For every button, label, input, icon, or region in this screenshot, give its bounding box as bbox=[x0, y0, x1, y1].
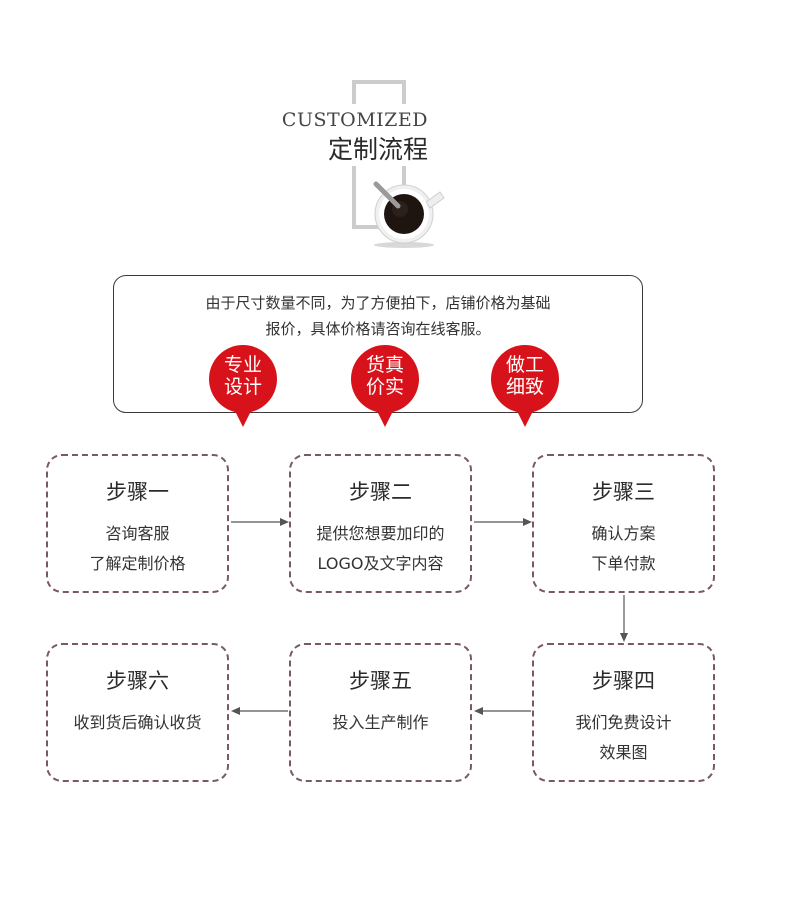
arrow-down-icon bbox=[620, 595, 628, 642]
step-5-card: 步骤五 投入生产制作 bbox=[289, 643, 472, 782]
arrow-right-icon bbox=[474, 518, 532, 526]
step-desc-line1: 投入生产制作 bbox=[332, 713, 429, 732]
arrow-left-icon bbox=[231, 707, 288, 715]
notice-text-line1: 由于尺寸数量不同，为了方便拍下，店铺价格为基础 bbox=[205, 294, 551, 312]
step-title: 步骤五 bbox=[349, 669, 412, 693]
badge-label: 做工细致 bbox=[505, 354, 544, 398]
badge-fine-workmanship: 做工细致 bbox=[491, 345, 559, 427]
step-desc-line1: 确认方案 bbox=[591, 524, 656, 543]
step-desc-line2: 了解定制价格 bbox=[89, 554, 186, 573]
step-1-card: 步骤一 咨询客服 了解定制价格 bbox=[46, 454, 229, 593]
header-title-cn: 定制流程 bbox=[327, 135, 428, 164]
step-title: 步骤六 bbox=[106, 669, 169, 693]
coffee-cup-icon bbox=[373, 181, 445, 248]
step-desc-line1: 收到货后确认收货 bbox=[73, 713, 202, 732]
step-6-card: 步骤六 收到货后确认收货 bbox=[46, 643, 229, 782]
badge-pin-shape bbox=[491, 345, 559, 427]
badge-professional-design: 专业设计 bbox=[209, 345, 277, 427]
header-frame-gap bbox=[280, 104, 440, 166]
step-title: 步骤一 bbox=[106, 480, 169, 504]
step-title: 步骤二 bbox=[349, 480, 412, 504]
badge-pin-shape bbox=[351, 345, 419, 427]
step-4-card: 步骤四 我们免费设计 效果图 bbox=[532, 643, 715, 782]
badge-genuine-goods: 货真价实 bbox=[351, 345, 419, 427]
step-desc-line2: 效果图 bbox=[599, 743, 648, 762]
step-title: 步骤三 bbox=[592, 480, 655, 504]
step-desc-line1: 我们免费设计 bbox=[575, 713, 672, 732]
step-desc-line1: 提供您想要加印的 bbox=[316, 524, 445, 543]
step-title: 步骤四 bbox=[592, 669, 655, 693]
step-2-card: 步骤二 提供您想要加印的 LOGO及文字内容 bbox=[289, 454, 472, 593]
step-desc-line1: 咨询客服 bbox=[105, 524, 170, 543]
step-desc-line2: 下单付款 bbox=[591, 554, 656, 573]
step-3-card: 步骤三 确认方案 下单付款 bbox=[532, 454, 715, 593]
badge-label: 货真价实 bbox=[365, 354, 404, 398]
step-desc-line2: LOGO及文字内容 bbox=[317, 554, 444, 573]
badge-pin-shape bbox=[209, 345, 277, 427]
notice-text-line2: 报价，具体价格请咨询在线客服。 bbox=[265, 320, 491, 338]
arrow-right-icon bbox=[231, 518, 289, 526]
header-title-en: CUSTOMIZED bbox=[281, 109, 428, 131]
badge-label: 专业设计 bbox=[223, 354, 262, 398]
arrow-left-icon bbox=[474, 707, 531, 715]
